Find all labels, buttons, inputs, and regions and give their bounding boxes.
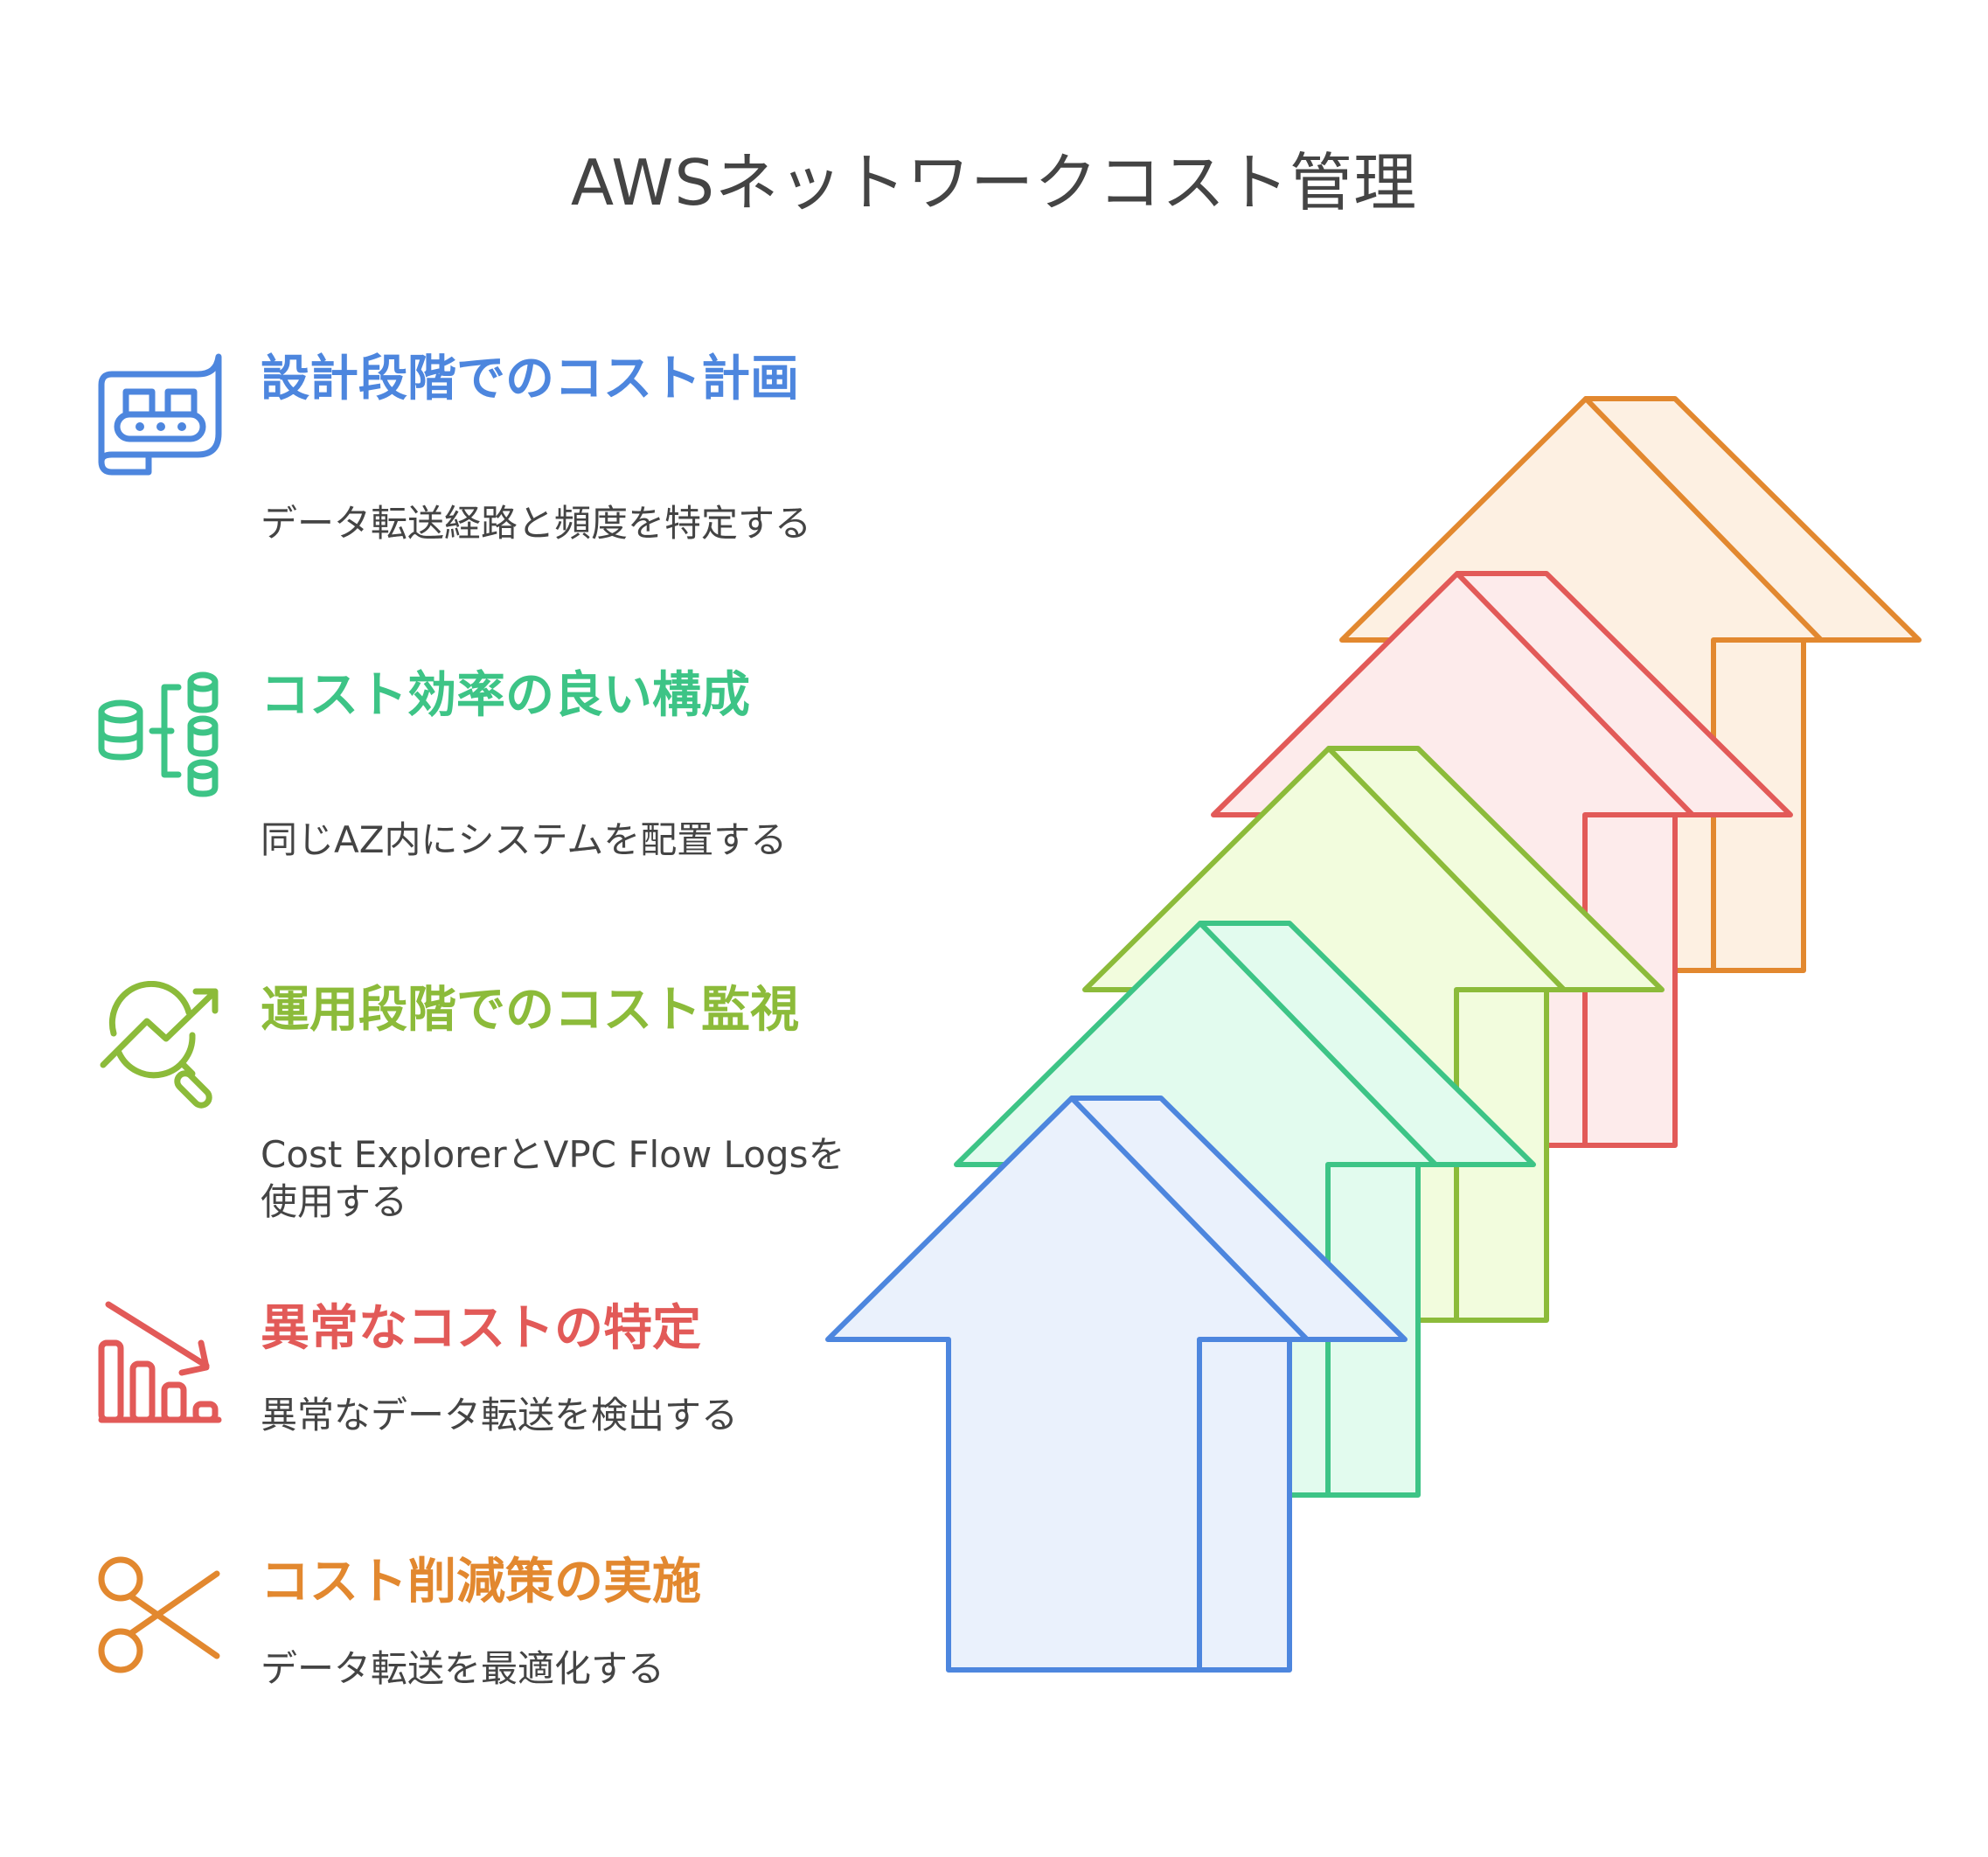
blueprint-conveyor-icon: [98, 353, 222, 476]
trend-magnifier-icon: [100, 981, 219, 1109]
arrow-design-planning: [825, 1095, 1408, 1673]
scissors-icon: [98, 1556, 220, 1673]
step-heading: 設計段階でのコスト計画: [261, 351, 799, 407]
step-heading: 異常なコストの特定: [261, 1300, 701, 1357]
step-description: 異常なデータ転送を検出する: [261, 1394, 739, 1436]
step-description: データ転送経路と頻度を特定する: [261, 502, 812, 545]
step-description: 同じAZ内にシステムを配置する: [261, 818, 788, 861]
step-heading: コスト削減策の実施: [261, 1554, 701, 1610]
step-description: データ転送を最適化する: [261, 1647, 665, 1690]
step-heading: 運用段階でのコスト監視: [261, 982, 799, 1039]
declining-bar-chart-icon: [98, 1301, 222, 1423]
step-heading: コスト効率の良い構成: [261, 667, 750, 724]
database-cluster-icon: [98, 671, 219, 797]
step-description: Cost ExplorerとVPC Flow Logsを使用する: [261, 1133, 845, 1223]
page-title: AWSネットワークコスト管理: [570, 146, 1418, 219]
